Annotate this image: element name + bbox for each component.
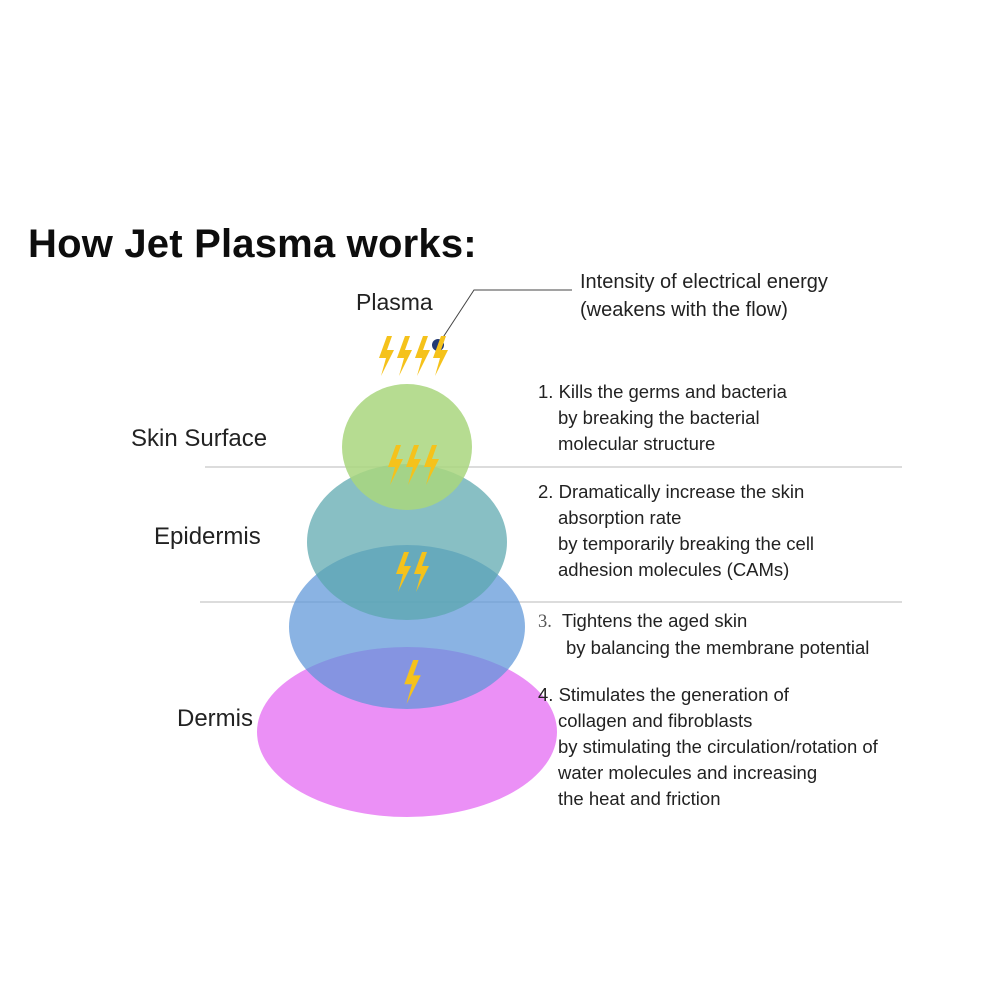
energy-note: Intensity of electrical energy (weakens … xyxy=(580,268,828,324)
effect-line: by balancing the membrane potential xyxy=(566,637,870,658)
effect-line: by temporarily breaking the cell xyxy=(558,533,815,554)
effect-line: Dramatically increase the skin xyxy=(558,481,805,502)
epidermis-ellipse xyxy=(307,464,507,620)
effect-number: 1. xyxy=(538,381,554,402)
effect-line: water molecules and increasing xyxy=(558,762,818,783)
effect-line: collagen and fibroblasts xyxy=(558,710,753,731)
effect-line: Kills the germs and bacteria xyxy=(558,381,787,402)
lightning-bolt-icon xyxy=(415,336,430,376)
energy-note-line: (weakens with the flow) xyxy=(580,299,788,321)
lightning-bolt-icon xyxy=(397,336,412,376)
effect-number: 2. xyxy=(538,481,554,502)
skin-surface-label: Skin Surface xyxy=(131,425,268,452)
skin-surface-circle xyxy=(342,384,472,510)
dermis-label: Dermis xyxy=(177,705,253,732)
effect-item-1: 1. Kills the germs and bacteria by break… xyxy=(538,379,787,457)
effect-number: 4. xyxy=(538,684,554,705)
effect-line: by stimulating the circulation/rotation … xyxy=(558,736,878,757)
energy-pointer-line xyxy=(437,289,572,346)
effect-line: the heat and friction xyxy=(558,788,721,809)
effect-item-3: 3. Tightens the aged skin by balancing t… xyxy=(538,608,869,661)
effect-line: adhesion molecules (CAMs) xyxy=(558,559,790,580)
page-title: How Jet Plasma works: xyxy=(28,222,477,266)
epidermis-label: Epidermis xyxy=(154,523,261,550)
effect-line: Tightens the aged skin xyxy=(561,610,748,631)
effect-line: molecular structure xyxy=(558,433,716,454)
plasma-label: Plasma xyxy=(356,289,433,315)
effect-item-2: 2. Dramatically increase the skin absorp… xyxy=(538,479,814,583)
energy-note-line: Intensity of electrical energy xyxy=(580,271,828,293)
lightning-bolt-icon xyxy=(379,336,394,376)
effect-line: absorption rate xyxy=(558,507,682,528)
effect-line: Stimulates the generation of xyxy=(558,684,789,705)
effect-line: by breaking the bacterial xyxy=(558,407,760,428)
effect-number: 3. xyxy=(538,612,552,632)
effect-item-4: 4. Stimulates the generation of collagen… xyxy=(538,682,878,812)
